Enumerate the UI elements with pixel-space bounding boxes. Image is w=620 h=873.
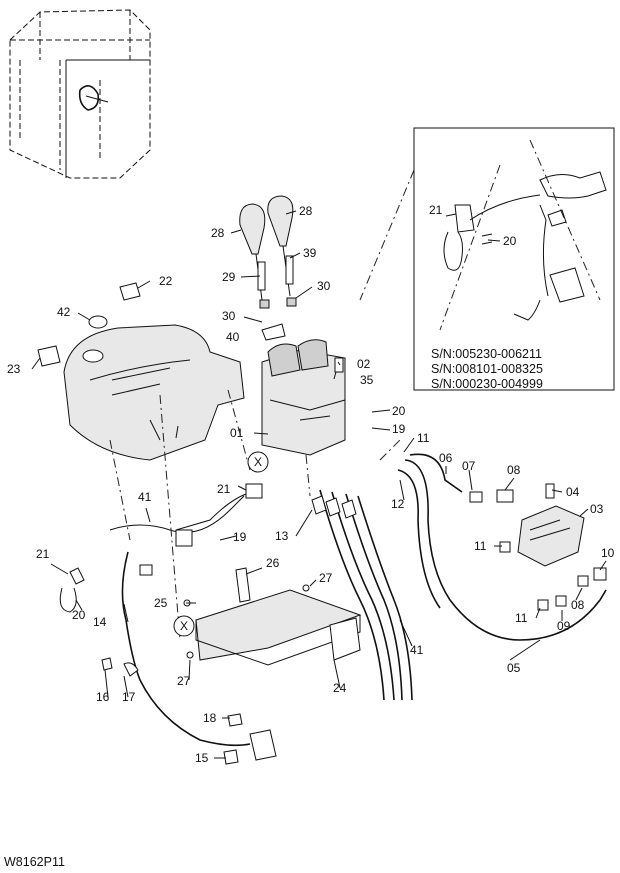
callout-23: 23 [7,362,21,376]
callout-22: 22 [159,274,173,288]
leader-lines [109,169,415,641]
callout-14: 14 [93,615,107,629]
serial-note-3: S/N:000230-004999 [431,377,543,391]
callout-40: 40 [226,330,240,344]
callout-13: 13 [275,529,289,543]
callout-18: 18 [203,711,217,725]
callout-28: 28 [299,204,313,218]
callout-20: 20 [72,608,86,622]
callout-01: 01 [230,426,244,440]
callout-35: 35 [360,373,374,387]
serial-number-notes: S/N:005230-006211 S/N:008101-008325 S/N:… [431,347,543,391]
callout-11: 11 [515,611,528,625]
callout-labels: 28 28 39 29 30 30 40 22 42 23 02 35 20 1… [7,203,615,765]
callout-05: 05 [507,661,521,675]
callout-42: 42 [57,305,71,319]
callout-27: 27 [319,571,333,585]
callout-06: 06 [439,451,453,465]
callout-15: 15 [195,751,209,765]
callout-11: 11 [474,539,487,553]
callout-02: 02 [357,357,371,371]
callout-09: 09 [557,619,571,633]
callout-11: 11 [417,431,430,445]
callout-27: 27 [177,674,191,688]
callout-leaders [31,210,607,759]
reference-x-label: X [254,455,262,469]
callout-41: 41 [410,643,424,657]
callout-16: 16 [96,690,110,704]
cab-thumbnail [9,9,151,179]
callout-30: 30 [317,279,331,293]
callout-19: 19 [392,422,406,436]
mounting-bracket [183,567,362,666]
callout-20: 20 [392,404,406,418]
callout-21: 21 [217,482,231,496]
callout-28: 28 [211,226,225,240]
callout-24: 24 [333,681,347,695]
control-levers [239,195,297,341]
callout-26: 26 [266,556,280,570]
callout-21: 21 [36,547,50,561]
callout-30: 30 [222,309,236,323]
callout-07: 07 [462,459,476,473]
callout-29: 29 [222,270,236,284]
callout-17: 17 [122,690,136,704]
inset-panel [413,127,615,391]
callout-04: 04 [566,485,580,499]
drawing-id: W8162P11 [4,855,65,869]
callout-08: 08 [507,463,521,477]
pilot-valve [261,339,346,456]
reference-x-upper: X [247,451,269,473]
reference-x-label: X [180,619,188,633]
serial-note-1: S/N:005230-006211 [431,347,542,361]
console-cover [37,282,245,461]
callout-19: 19 [233,530,247,544]
callout-25: 25 [154,596,168,610]
shuttle-valve [469,483,607,611]
serial-note-2: S/N:008101-008325 [431,362,543,376]
callout-12: 12 [391,497,405,511]
callout-20: 20 [503,234,517,248]
wiring-harness [59,483,277,765]
callout-39: 39 [303,246,317,260]
callout-03: 03 [590,502,604,516]
callout-08: 08 [571,598,585,612]
reference-x-lower: X [173,615,195,637]
callout-21: 21 [429,203,443,217]
hoses [311,453,607,701]
callout-41: 41 [138,490,152,504]
callout-10: 10 [601,546,615,560]
